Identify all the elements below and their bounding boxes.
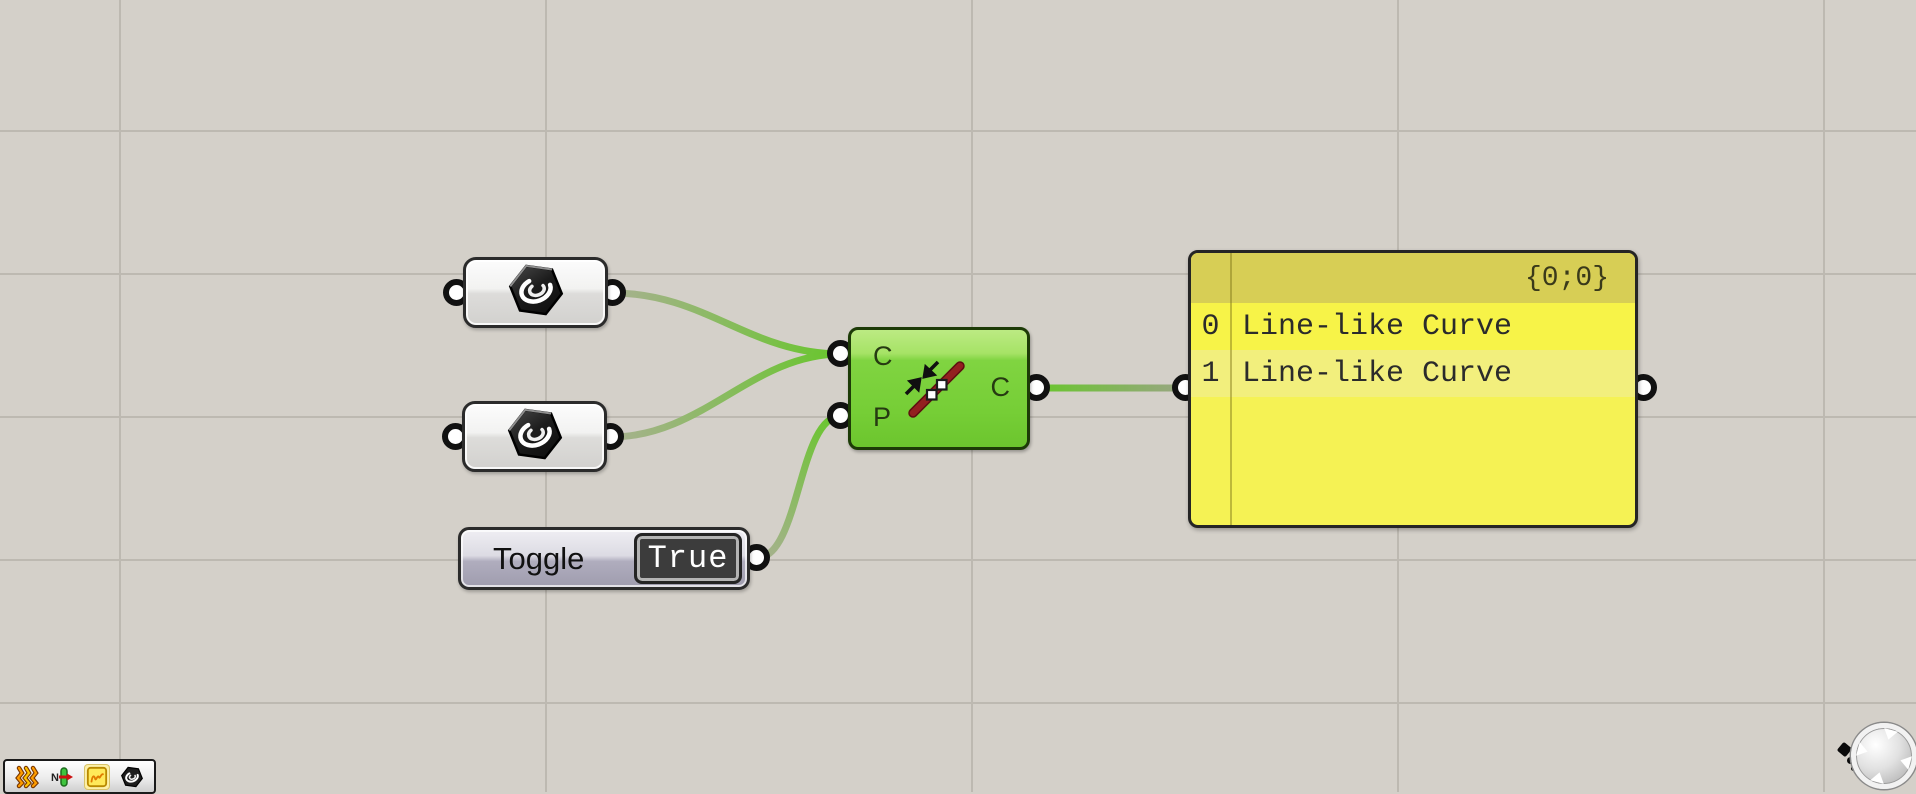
- panel-row: 0 Line-like Curve: [1191, 303, 1635, 350]
- panel-row-index: 0: [1201, 309, 1220, 344]
- gridline-horizontal: [0, 130, 1916, 132]
- gridline-vertical: [545, 0, 547, 792]
- data-panel[interactable]: {0;0} 0 Line-like Curve 1 Line-like Curv…: [1188, 250, 1638, 528]
- gridline-horizontal: [0, 273, 1916, 275]
- n-vector-icon[interactable]: N: [49, 764, 75, 790]
- wire-curve2-to-c[interactable]: [607, 350, 845, 441]
- panel-path: {0;0}: [1524, 262, 1609, 294]
- wire-toggle-to-p[interactable]: [753, 412, 845, 562]
- toggle-label: Toggle: [493, 540, 585, 576]
- panel-row: 1 Line-like Curve: [1191, 350, 1635, 397]
- curve-component[interactable]: C P C: [848, 327, 1030, 450]
- output-label-c: C: [990, 372, 1011, 402]
- panel-row-value: Line-like Curve: [1242, 356, 1513, 391]
- nav-cursor-dot: [1847, 757, 1854, 764]
- zigzag-curves-icon[interactable]: [14, 764, 40, 790]
- canvas-toolbar: N: [3, 759, 156, 794]
- panel-index-separator: [1230, 253, 1232, 525]
- gridline-horizontal: [0, 559, 1916, 561]
- toggle-value: True: [647, 540, 729, 577]
- panel-row-index: 1: [1201, 356, 1220, 391]
- input-label-p: P: [873, 402, 892, 432]
- gridline-vertical: [1823, 0, 1825, 792]
- curve-hex-nut-icon: [505, 260, 567, 325]
- toggle-value-switch[interactable]: True: [634, 533, 742, 584]
- boolean-toggle[interactable]: Toggle True: [458, 527, 750, 590]
- input-label-c: C: [873, 341, 893, 371]
- curve-collapse-icon: [900, 353, 972, 430]
- wire-curve1-to-c[interactable]: [609, 289, 845, 358]
- gridline-vertical: [119, 0, 121, 792]
- navigation-sphere[interactable]: [1851, 723, 1916, 789]
- curve-hex-nut-icon: [504, 404, 566, 469]
- svg-text:N: N: [51, 772, 59, 784]
- gridline-horizontal: [0, 702, 1916, 704]
- panel-path-header: {0;0}: [1191, 253, 1635, 303]
- curve-parameter-2[interactable]: [462, 401, 607, 472]
- panel-icon[interactable]: [84, 763, 111, 790]
- curve-hex-nut-icon[interactable]: [119, 764, 145, 790]
- curve-parameter-1[interactable]: [463, 257, 608, 328]
- panel-row-value: Line-like Curve: [1242, 309, 1513, 344]
